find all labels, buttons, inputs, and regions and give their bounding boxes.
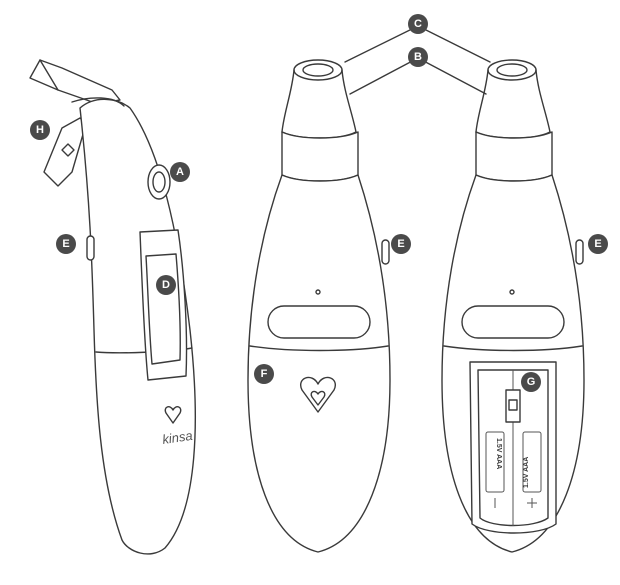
- back-view-device: 1.5V AAA 1.5V AAA: [441, 59, 585, 553]
- callout-b: B: [408, 47, 428, 67]
- callout-e-left: E: [56, 234, 76, 254]
- svg-text:E: E: [62, 238, 69, 250]
- callout-g: G: [521, 372, 541, 392]
- side-button-left: [86, 235, 95, 261]
- kinsa-heart-logo-icon: [164, 406, 182, 424]
- battery-left-label: 1.5V AAA: [495, 438, 502, 469]
- side-body: [79, 98, 196, 555]
- side-button-middle: [381, 239, 390, 265]
- svg-text:B: B: [414, 51, 422, 63]
- callout-h: H: [30, 120, 50, 140]
- front-window: [267, 305, 371, 339]
- side-probe-tip: [29, 59, 121, 105]
- battery-right-label: 1.5V AAA: [523, 457, 530, 488]
- svg-text:E: E: [397, 238, 404, 250]
- battery-icon: 1.5V AAA 1.5V AAA: [485, 431, 542, 508]
- svg-text:D: D: [162, 279, 170, 291]
- svg-text:C: C: [414, 18, 422, 30]
- callout-e-right: E: [588, 234, 608, 254]
- callout-e-middle: E: [391, 234, 411, 254]
- front-body: [247, 174, 391, 553]
- side-button-right: [575, 239, 584, 265]
- svg-text:F: F: [261, 368, 268, 380]
- side-view-device: kinsa: [29, 59, 196, 555]
- svg-text:G: G: [527, 376, 536, 388]
- front-view-device: [247, 59, 391, 553]
- callout-d: D: [156, 275, 176, 295]
- brand-text: kinsa: [161, 428, 193, 447]
- svg-text:A: A: [176, 166, 184, 178]
- probe-cover-tab: [43, 117, 87, 187]
- callout-c: C: [408, 14, 428, 34]
- front-heart-logo-icon: [300, 376, 336, 413]
- callout-f: F: [254, 364, 274, 384]
- svg-text:H: H: [36, 124, 44, 136]
- callout-a: A: [170, 162, 190, 182]
- front-collar: [281, 131, 359, 182]
- side-display: [139, 229, 188, 381]
- svg-text:E: E: [594, 238, 601, 250]
